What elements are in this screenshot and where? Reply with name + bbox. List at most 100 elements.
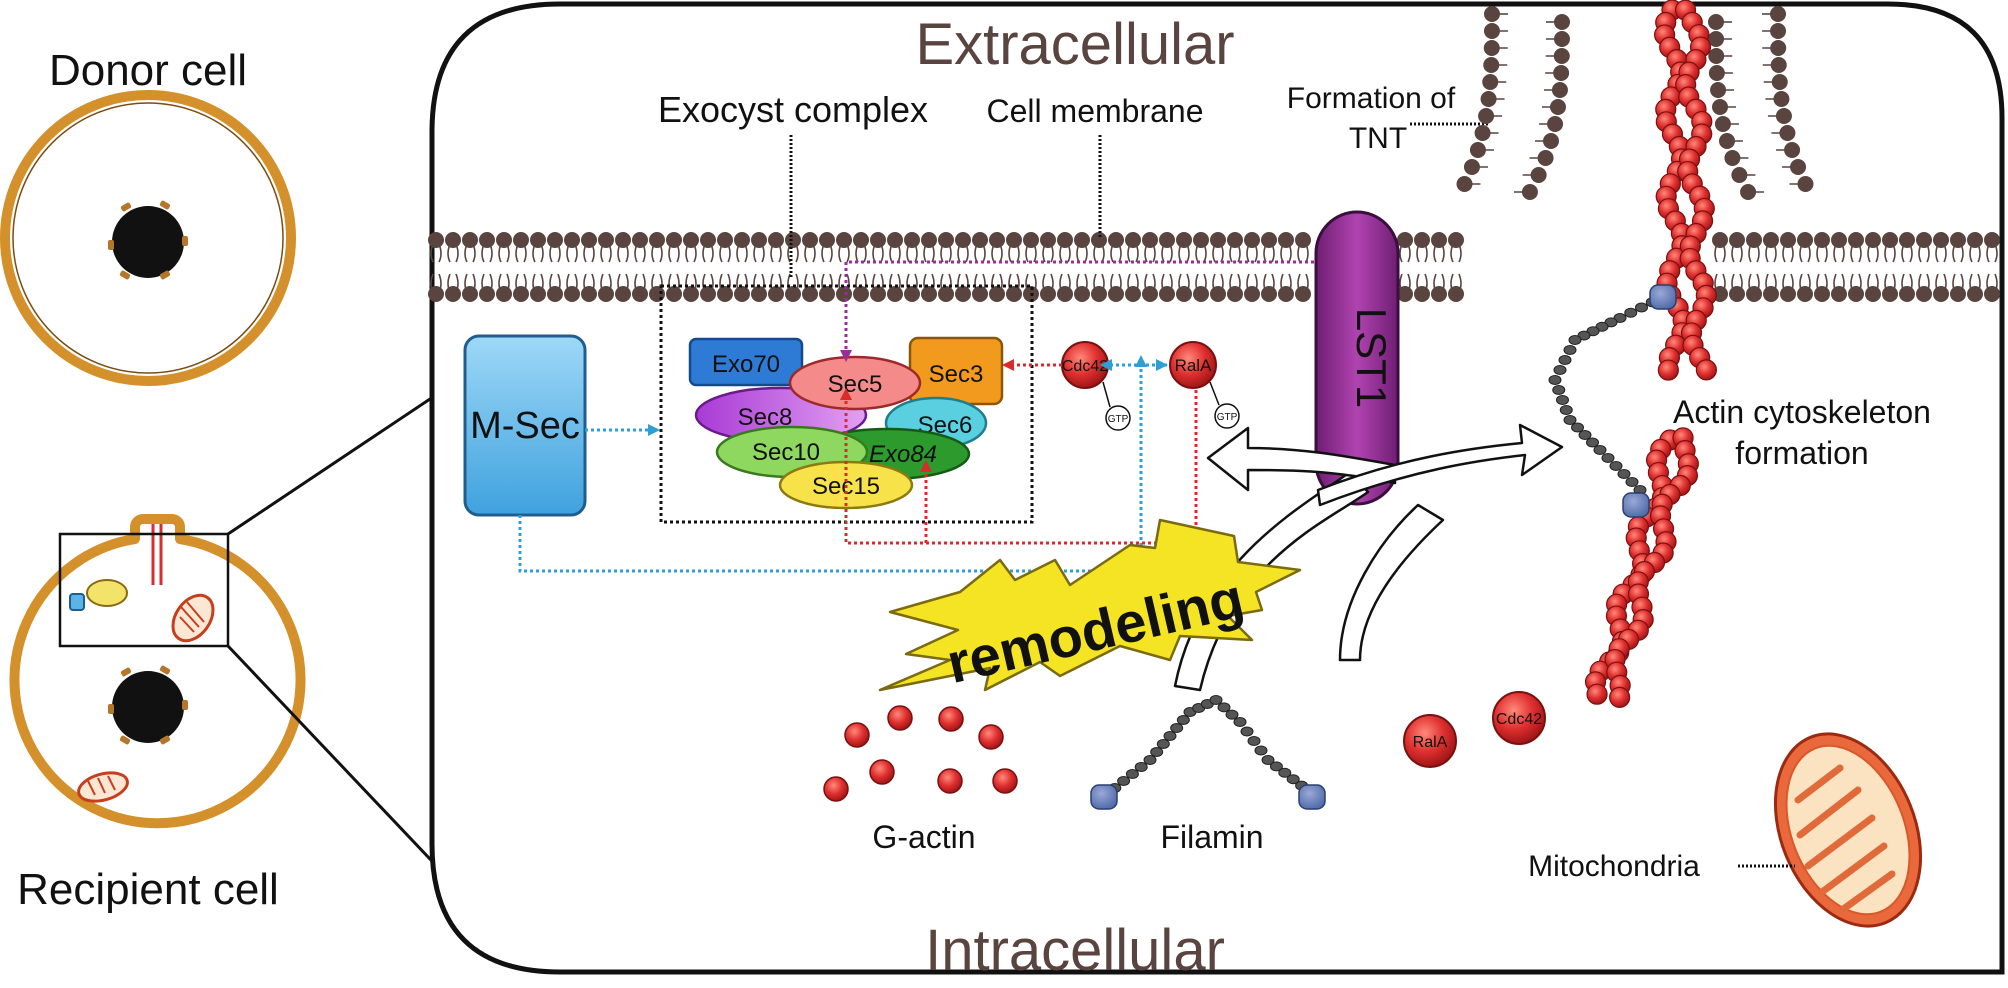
- filamin-binding-domain: [1298, 784, 1326, 810]
- lipid-head: [1159, 286, 1175, 302]
- filamin-domain: [1233, 717, 1247, 727]
- lipid-head: [649, 232, 665, 248]
- exo70-subunit: [688, 337, 804, 387]
- lipid-head: [853, 286, 869, 302]
- m-sec-label: M-Sec: [470, 405, 580, 447]
- lipid-head: [1125, 232, 1141, 248]
- filamin-domain: [1559, 405, 1573, 415]
- lipid-head: [853, 232, 869, 248]
- lipid-head: [1414, 286, 1430, 302]
- cdc42-free-label: Cdc42: [1496, 711, 1542, 728]
- lipid-head: [1057, 286, 1073, 302]
- lipid-head: [1950, 232, 1966, 248]
- lipid-head: [564, 232, 580, 248]
- lipid-head: [972, 286, 988, 302]
- lipid-head: [887, 286, 903, 302]
- lipid-head: [632, 286, 648, 302]
- lipid-head: [1261, 286, 1277, 302]
- lipid-head: [1210, 232, 1226, 248]
- lipid-head: [717, 232, 733, 248]
- lipid-head: [1865, 232, 1881, 248]
- filamin-domain: [1176, 715, 1190, 725]
- lipid-head: [1057, 232, 1073, 248]
- lipid-head: [751, 286, 767, 302]
- sec3-label: Sec3: [929, 361, 984, 388]
- lst1-arrows: [1173, 423, 1564, 692]
- lipid-head: [1040, 286, 1056, 302]
- lipid-head: [683, 232, 699, 248]
- exo70-label: Exo70: [712, 351, 780, 378]
- donor-cell: [0, 90, 296, 386]
- lipid-head: [1006, 232, 1022, 248]
- actin-subunit: [1657, 359, 1679, 381]
- lipid-head: [870, 232, 886, 248]
- filamin-domain: [1568, 335, 1582, 345]
- mitochondria-label: Mitochondria: [1528, 850, 1700, 883]
- lipid-head: [1074, 286, 1090, 302]
- filamin-domain: [1240, 726, 1254, 737]
- filamin-domain: [1578, 430, 1592, 440]
- lipid-head: [989, 232, 1005, 248]
- lipid-head: [428, 232, 444, 248]
- recipient-cell-label: Recipient cell: [17, 865, 279, 914]
- sec10-label: Sec10: [752, 439, 820, 466]
- lipid-head: [1848, 232, 1864, 248]
- lipid-head: [1933, 286, 1949, 302]
- lipid-head: [1763, 286, 1779, 302]
- gtp-rala: [1214, 403, 1240, 429]
- sec5-label: Sec5: [828, 371, 883, 398]
- lipid-head: [819, 232, 835, 248]
- lipid-head: [1882, 286, 1898, 302]
- lipid-head: [1984, 232, 2000, 248]
- lipid-head: [785, 232, 801, 248]
- lipid-head: [1023, 232, 1039, 248]
- filamin-domain: [1134, 762, 1148, 772]
- lipid-head: [1040, 232, 1056, 248]
- m-sec-protein: [463, 334, 587, 517]
- lipid-head: [1882, 232, 1898, 248]
- lipid-head: [530, 286, 546, 302]
- lipid-head: [734, 232, 750, 248]
- lipid-head: [938, 232, 954, 248]
- lipid-head: [564, 286, 580, 302]
- lipid-head: [1967, 286, 1983, 302]
- lipid-head: [1108, 286, 1124, 302]
- lipid-head: [683, 286, 699, 302]
- filamin-domain: [1609, 461, 1623, 471]
- lipid-head: [1865, 286, 1881, 302]
- g-actin-monomers: [823, 705, 1018, 802]
- lipid-head: [1984, 286, 2000, 302]
- filamin-domain: [1261, 755, 1275, 765]
- tnt-label-line1: Formation of: [1287, 82, 1456, 115]
- filamin-binding-domain: [1622, 492, 1650, 518]
- intracellular-label: Intracellular: [925, 918, 1225, 983]
- lipid-head: [785, 286, 801, 302]
- lipid-head: [649, 286, 665, 302]
- lipid-head: [1074, 232, 1090, 248]
- lipid-head: [700, 232, 716, 248]
- lipid-head: [479, 232, 495, 248]
- filamin-domain: [1571, 422, 1584, 433]
- lipid-head: [921, 232, 937, 248]
- gtp-cdc42: [1105, 405, 1131, 431]
- filamin-binding-domain: [1090, 784, 1118, 810]
- lipid-head: [802, 286, 818, 302]
- recipient-nucleus: [112, 671, 184, 743]
- svg-text:GTP: GTP: [1108, 414, 1129, 425]
- filamin-domain: [1209, 695, 1223, 705]
- lipid-head: [513, 286, 529, 302]
- arrowheads: [648, 350, 1168, 472]
- lipid-head: [938, 286, 954, 302]
- lipid-head: [802, 232, 818, 248]
- lipid-head: [598, 286, 614, 302]
- donor-nucleus: [112, 206, 184, 278]
- lipid-head: [1176, 232, 1192, 248]
- lipid-head: [1278, 286, 1294, 302]
- lipid-head: [955, 232, 971, 248]
- lipid-head: [870, 286, 886, 302]
- lipid-head: [1967, 232, 1983, 248]
- lipid-head: [1414, 232, 1430, 248]
- filamin-domain: [1163, 731, 1177, 741]
- lipid-head: [1244, 286, 1260, 302]
- lipid-head: [1950, 286, 1966, 302]
